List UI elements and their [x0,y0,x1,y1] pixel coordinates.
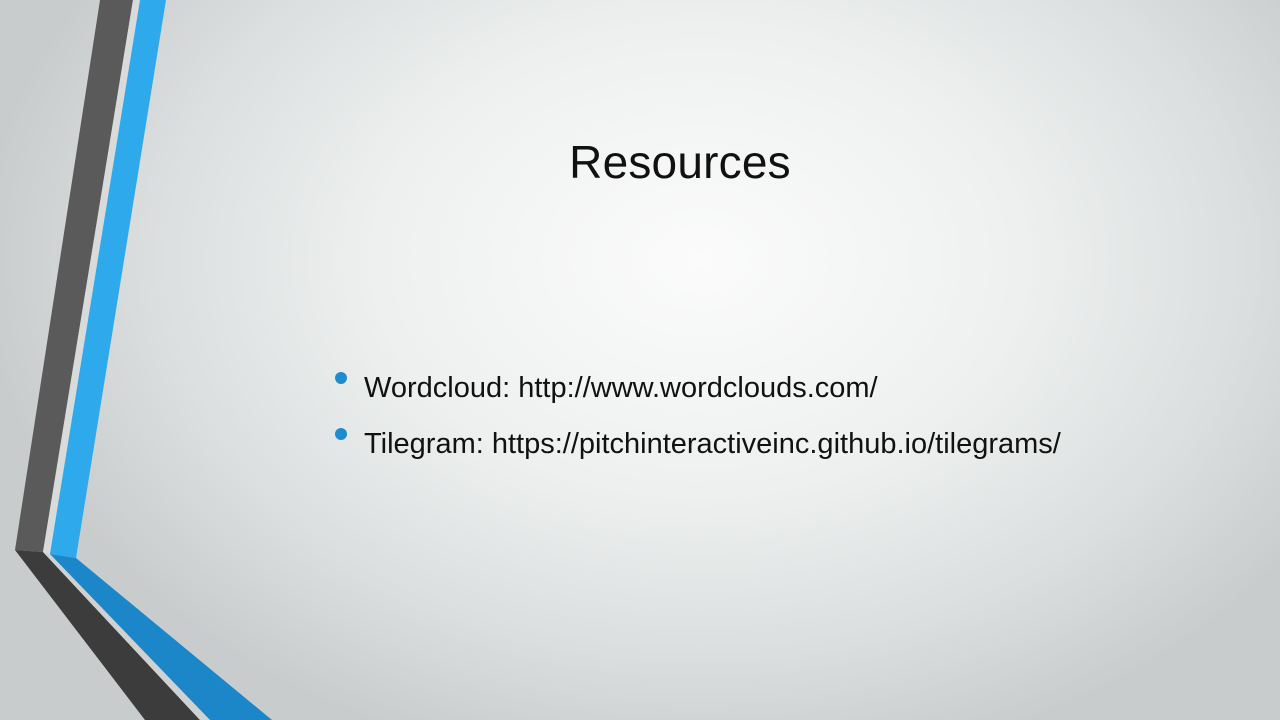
gray-stripe-vertical [15,0,133,552]
list-item: Tilegram: https://pitchinteractiveinc.gi… [334,416,1061,472]
bullet-text-wordcloud[interactable]: Wordcloud: http://www.wordclouds.com/ [364,372,878,404]
bullet-dot-icon [335,428,347,440]
list-item: Wordcloud: http://www.wordclouds.com/ [334,360,1061,416]
blue-stripe-diagonal [50,554,272,720]
dark-stripe-diagonal [15,550,200,720]
bullet-dot-icon [335,372,347,384]
bullet-text-tilegram[interactable]: Tilegram: https://pitchinteractiveinc.gi… [364,428,1061,460]
diagonal-separator [43,552,210,720]
slide-title: Resources [569,136,791,188]
blue-stripe-vertical [50,0,166,558]
stripe-separator [43,0,140,554]
bullet-list: Wordcloud: http://www.wordclouds.com/ Ti… [334,360,1061,472]
